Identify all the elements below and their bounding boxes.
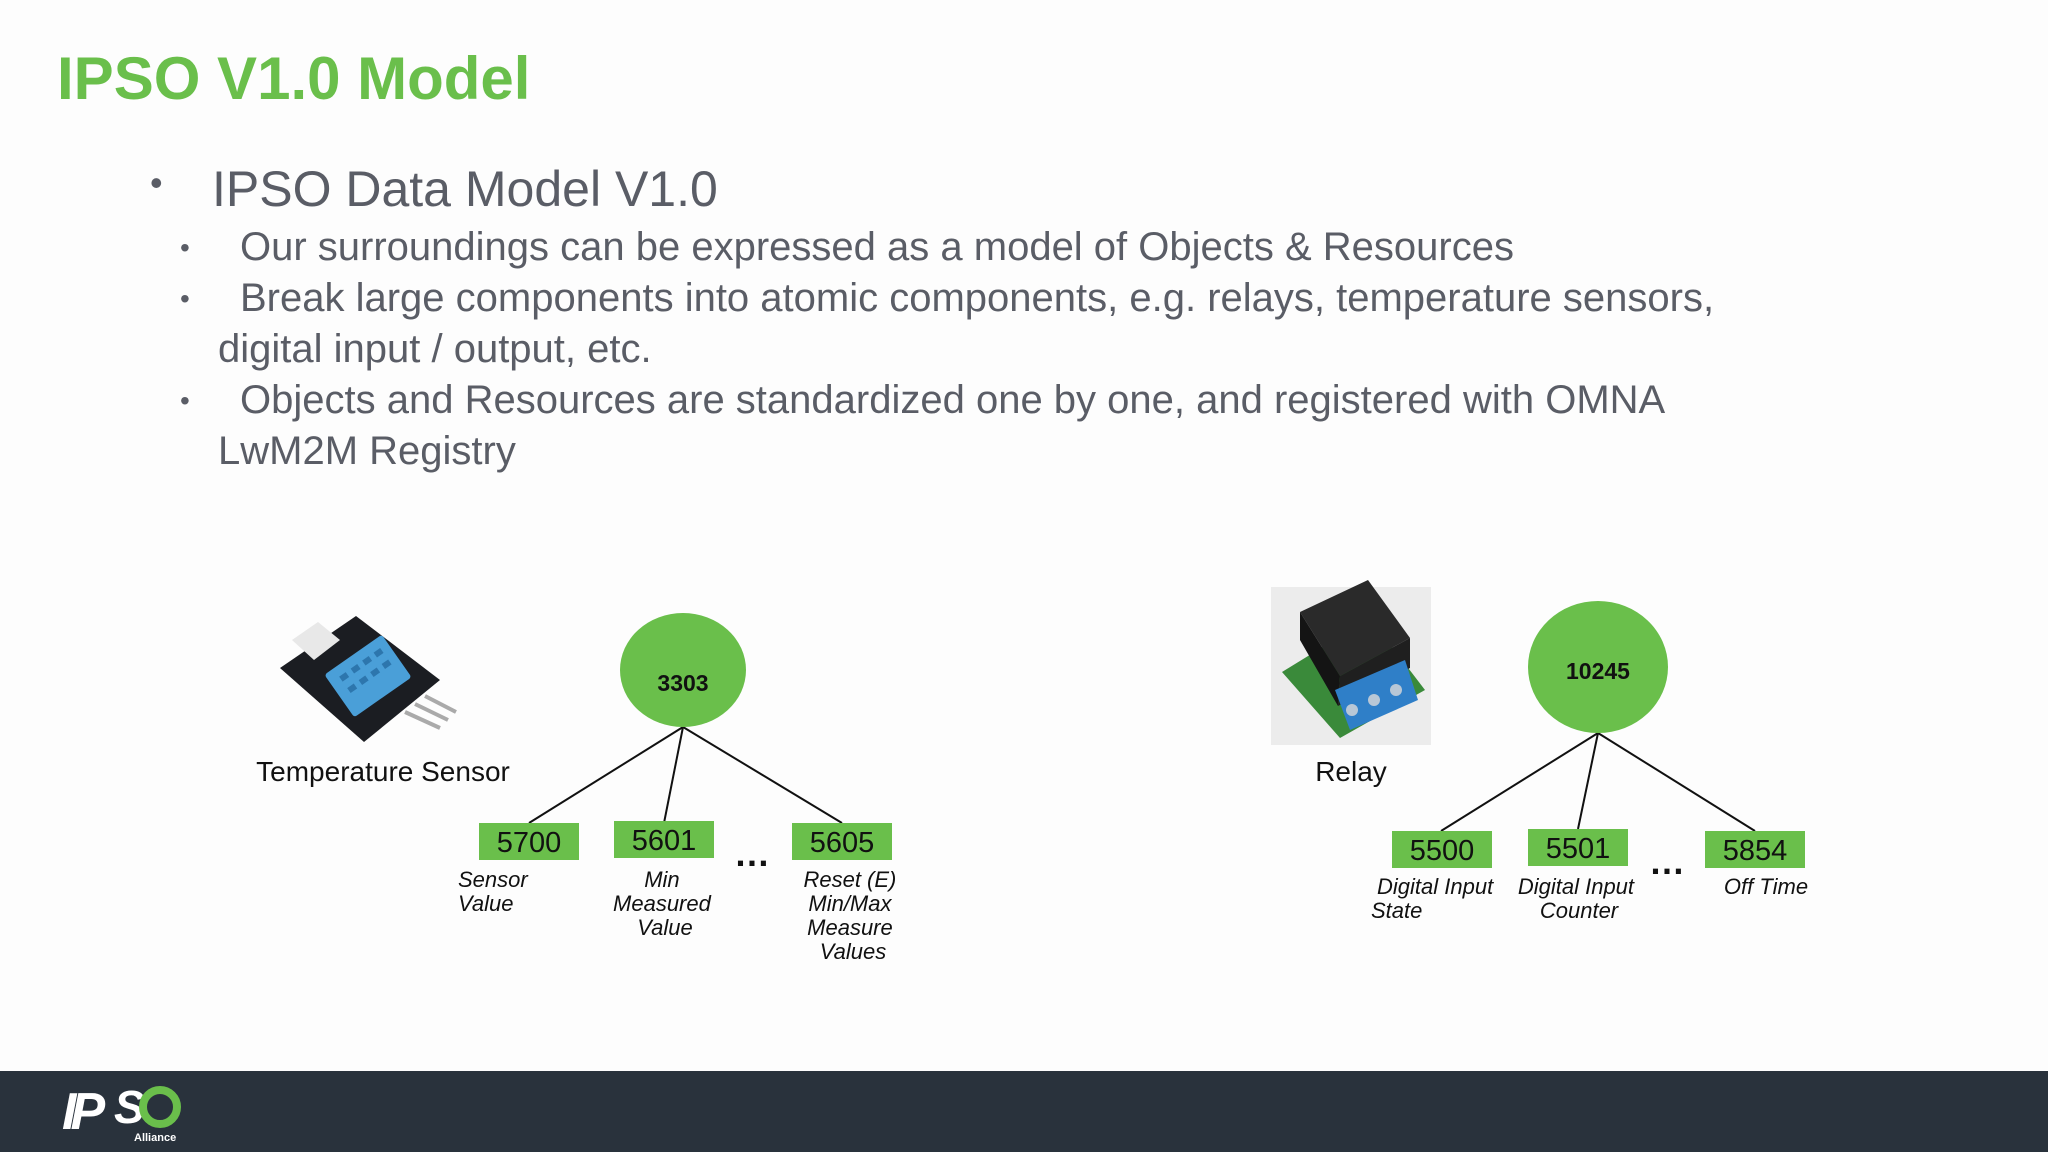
temperature-sensor-image (280, 616, 457, 742)
bullet-dot: • (180, 232, 190, 263)
sub-bullet-text: Break large components into atomic compo… (240, 276, 1715, 320)
relay-image (1271, 580, 1431, 745)
object-id-label: 10245 (1566, 658, 1630, 684)
relay-tree-lines (1440, 732, 1756, 832)
resource-node-5700 (479, 823, 579, 860)
sub-bullet-text-cont: LwM2M Registry (218, 429, 516, 473)
temperature-tree-lines (528, 726, 843, 824)
footer-bar: IP S Alliance (0, 1071, 2048, 1152)
object-diagrams: Temperature Sensor 3303 5700 5601 5605 …… (256, 580, 1808, 964)
resource-description: Sensor Value (458, 867, 534, 916)
resource-id-label: 5854 (1723, 835, 1788, 867)
temperature-sensor-caption: Temperature Sensor (256, 756, 510, 787)
logo-ring (139, 1086, 181, 1128)
bullet-dot: • (150, 162, 163, 203)
resource-description: Digital Input State (1371, 874, 1499, 923)
resource-id-label: 5500 (1410, 835, 1475, 867)
ellipsis: … (1649, 841, 1685, 882)
sub-bullet-text: Our surroundings can be expressed as a m… (240, 225, 1514, 269)
logo-mark: IP (62, 1083, 105, 1141)
object-node-10245 (1528, 601, 1668, 733)
bullet-dot: • (180, 283, 190, 314)
resource-node-5605 (792, 823, 892, 860)
resource-id-label: 5501 (1546, 833, 1611, 865)
resource-node-5501 (1528, 829, 1628, 866)
resource-description: Off Time (1724, 874, 1808, 899)
main-bullet-text: IPSO Data Model V1.0 (212, 161, 718, 217)
sub-bullet-text-cont: digital input / output, etc. (218, 327, 652, 371)
relay-caption: Relay (1315, 756, 1387, 787)
resource-description: Digital Input Counter (1518, 874, 1640, 923)
resource-id-label: 5601 (632, 825, 697, 857)
ellipsis: … (734, 833, 770, 874)
object-node-3303 (620, 613, 746, 727)
logo-alliance: Alliance (134, 1132, 176, 1143)
resource-id-label: 5700 (497, 827, 562, 859)
bullet-dot: • (180, 385, 190, 416)
resource-node-5854 (1705, 831, 1805, 868)
resource-description: Min Measured Value (613, 867, 717, 940)
slide-title: IPSO V1.0 Model (57, 45, 531, 112)
resource-description: Reset (E) Min/Max Measure Values (803, 867, 902, 964)
resource-node-5500 (1392, 831, 1492, 868)
resource-id-label: 5605 (810, 827, 875, 859)
sub-bullet-text: Objects and Resources are standardized o… (240, 378, 1666, 422)
resource-node-5601 (614, 821, 714, 858)
object-id-label: 3303 (657, 670, 708, 696)
ipso-logo: IP S Alliance (62, 1081, 181, 1143)
